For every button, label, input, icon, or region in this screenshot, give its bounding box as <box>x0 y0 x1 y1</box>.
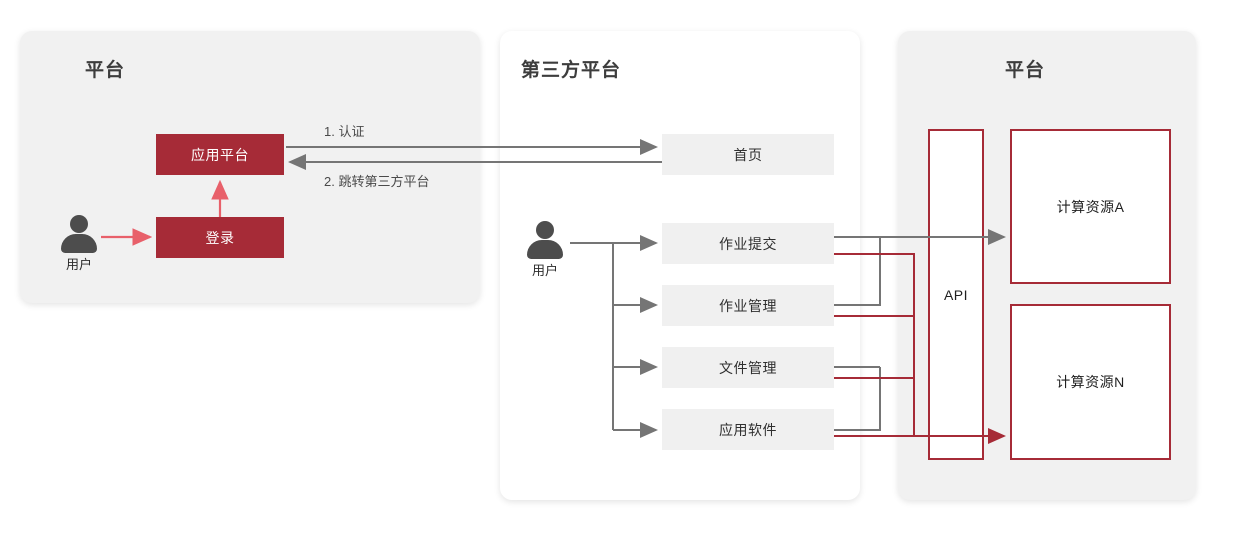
flow-label-step1: 1. 认证 <box>324 124 365 139</box>
box-api-label: API <box>943 286 969 303</box>
box-home-label: 首页 <box>733 146 763 163</box>
box-login[interactable]: 登录 <box>156 217 284 258</box>
flow-label-step2: 2. 跳转第三方平台 <box>324 174 430 189</box>
box-api[interactable]: API <box>928 129 984 460</box>
box-app-platform-label: 应用平台 <box>191 146 249 163</box>
user-icon <box>57 214 101 253</box>
box-compute-a[interactable]: 计算资源A <box>1010 129 1171 284</box>
box-app-software[interactable]: 应用软件 <box>662 409 834 450</box>
user-left: 用户 <box>57 214 101 273</box>
box-login-label: 登录 <box>205 229 235 246</box>
panel-left-title: 平台 <box>85 60 126 81</box>
box-job-submit[interactable]: 作业提交 <box>662 223 834 264</box>
user-middle-label: 用户 <box>531 263 558 278</box>
box-job-submit-label: 作业提交 <box>719 235 777 252</box>
panel-right-title: 平台 <box>1005 60 1046 81</box>
user-icon-head <box>70 215 88 233</box>
user-middle: 用户 <box>523 220 567 279</box>
box-compute-n-label: 计算资源N <box>1056 374 1125 390</box>
user-icon-body <box>61 234 97 253</box>
box-file-manage-label: 文件管理 <box>719 359 777 376</box>
box-file-manage[interactable]: 文件管理 <box>662 347 834 388</box>
user-icon-body <box>527 240 563 259</box>
box-job-manage-label: 作业管理 <box>719 297 777 314</box>
box-job-manage[interactable]: 作业管理 <box>662 285 834 326</box>
user-icon-head <box>536 221 554 239</box>
user-left-label: 用户 <box>65 257 92 272</box>
user-icon <box>523 220 567 259</box>
box-app-platform[interactable]: 应用平台 <box>156 134 284 175</box>
panel-middle-title: 第三方平台 <box>521 60 622 81</box>
box-compute-a-label: 计算资源A <box>1056 198 1125 215</box>
box-compute-n[interactable]: 计算资源N <box>1010 304 1171 460</box>
box-app-software-label: 应用软件 <box>719 421 777 438</box>
box-home[interactable]: 首页 <box>662 134 834 175</box>
